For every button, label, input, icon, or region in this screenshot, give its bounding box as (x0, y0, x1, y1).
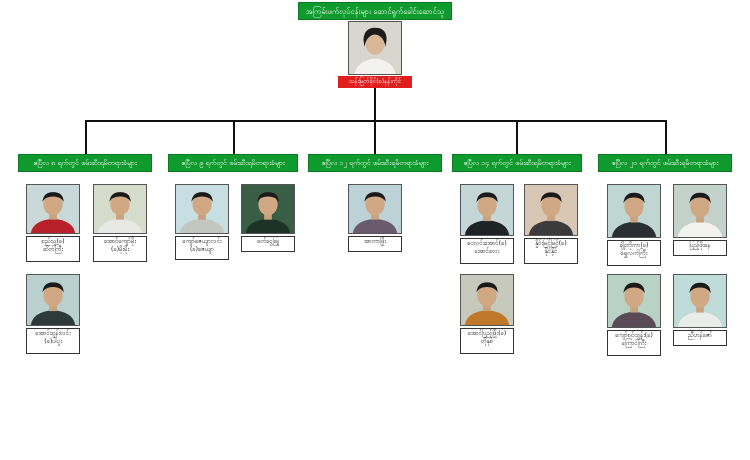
person-photo (607, 184, 661, 238)
person-caption: အောင်ကျော်မိုး (ခ)မိုးမိုး (93, 236, 147, 262)
portrait (176, 185, 228, 233)
group-header-apr-9: ဧပြီလ ၉ ရက်တွင် ဖမ်းဆီးရမိတရားခံများ (168, 154, 298, 172)
person-name: ကျော်စင်ထွန်း(ခ) (615, 332, 653, 339)
person-name: ကျော်ဇေယျာလင်း (182, 238, 222, 245)
person-caption: နှိုင်းမြင့်မြင့်(ခ) နိုင်နိုင် (524, 238, 578, 264)
portrait (461, 275, 513, 325)
person-photo (348, 184, 402, 234)
person-photo (673, 274, 727, 328)
person-alias: ကြောင်ကြီး (621, 340, 647, 347)
person-caption: အောင်ပြည့်ဖြိုး(ခ) တိုနှစ် (460, 328, 514, 354)
leader-portrait (349, 22, 401, 74)
person-name: ပြည့်ဖိုးနေ (689, 242, 711, 249)
person-name: အောင်ထွန်းလင်း (35, 330, 71, 337)
person-caption: ကျော်စင်ထွန်း(ခ) ကြောင်ကြီး (607, 330, 661, 356)
person-name: စည်သူ(ခ) (41, 238, 65, 245)
leader-caption: သန်းမြတ်ခိုင်(ခ)နန်းကိုင် (338, 76, 412, 88)
person-name: ညီဟန်ဇော် (687, 332, 713, 339)
person-alias: တိုနှစ် (480, 338, 494, 345)
portrait (674, 275, 726, 327)
person-caption: စည်သူ(ခ) ဆိတ်ကြီး (26, 236, 80, 262)
person-photo (26, 274, 80, 326)
person-name: ချိုးဘိုကာ(ခ) (619, 242, 649, 249)
leader-photo (348, 21, 402, 75)
person-photo (524, 184, 578, 236)
person-photo (460, 184, 514, 236)
person-alias: ရွှေလက်ကြီး (620, 250, 648, 257)
person-photo (26, 184, 80, 234)
person-alias: (ခ)ပါပူး (44, 338, 62, 345)
portrait (525, 185, 577, 235)
person-photo (93, 184, 147, 234)
person-caption: ချိုးဘိုကာ(ခ) ရွှေလက်ကြီး (607, 240, 661, 266)
person-photo (175, 184, 229, 234)
person-caption: ကျော်ဇေယျာလင်း (ခ)ဇေယျာ (175, 236, 229, 260)
portrait (349, 185, 401, 233)
portrait (94, 185, 146, 233)
connector-trunk (374, 88, 376, 120)
person-caption: ဖတ်ငွေဖြူ (241, 236, 295, 252)
group-header-apr-20: ဧပြီလ ၂၀ ရက်တွင် ဖမ်းဆီးရမိတရားခံများ (598, 154, 732, 172)
person-name: အာကာဖြိုး (363, 238, 387, 245)
chart-title: အကြမ်းဖက်လုပ်ငန်းများ ဆောင်ရွက်ခေါင်းဆော… (298, 2, 452, 20)
person-name: အောင်ပြည့်ဖြိုး(ခ) (467, 330, 507, 337)
person-alias: နိုင်နိုင် (544, 248, 558, 255)
person-caption: ဝေလင်းအောင်(ခ) အောင်လေး (460, 238, 514, 264)
person-photo (460, 274, 514, 326)
connector-drop-4 (516, 120, 518, 154)
person-name: အောင်ကျော်မိုး (104, 238, 136, 245)
person-alias: အောင်လေး (474, 248, 500, 255)
group-header-apr-8: ဧပြီလ ၈ ရက်တွင် ဖမ်းဆီးရမိတရားခံများ (18, 154, 152, 172)
portrait (27, 275, 79, 325)
person-caption: ပြည့်ဖိုးနေ (673, 240, 727, 256)
portrait (608, 185, 660, 237)
person-photo (241, 184, 295, 234)
connector-drop-2 (233, 120, 235, 154)
portrait (674, 185, 726, 237)
connector-drop-1 (85, 120, 87, 154)
person-name: ဝေလင်းအောင်(ခ) (467, 240, 507, 247)
person-name: နှိုင်းမြင့်မြင့်(ခ) (535, 240, 567, 247)
person-caption: အောင်ထွန်းလင်း (ခ)ပါပူး (26, 328, 80, 354)
person-caption: အာကာဖြိုး (348, 236, 402, 252)
person-photo (607, 274, 661, 328)
portrait (27, 185, 79, 233)
person-alias: (ခ)မိုးမိုး (111, 246, 129, 253)
person-caption: ညီဟန်ဇော် (673, 330, 727, 346)
connector-drop-3 (374, 120, 376, 154)
person-name: ဖတ်ငွေဖြူ (256, 238, 280, 245)
connector-drop-5 (665, 120, 667, 154)
person-alias: (ခ)ဇေယျာ (189, 246, 215, 253)
portrait (242, 185, 294, 233)
portrait (608, 275, 660, 327)
group-header-apr-14: ဧပြီလ ၁၄ ရက်တွင် ဖမ်းဆီးရမိတရားခံများ (452, 154, 582, 172)
person-photo (673, 184, 727, 238)
group-header-apr-12: ဧပြီလ ၁၂ ရက်တွင် ဖမ်းဆီးရမိတရားခံများ (308, 154, 442, 172)
person-alias: ဆိတ်ကြီး (42, 246, 64, 253)
connector-bus (85, 120, 666, 122)
portrait (461, 185, 513, 235)
